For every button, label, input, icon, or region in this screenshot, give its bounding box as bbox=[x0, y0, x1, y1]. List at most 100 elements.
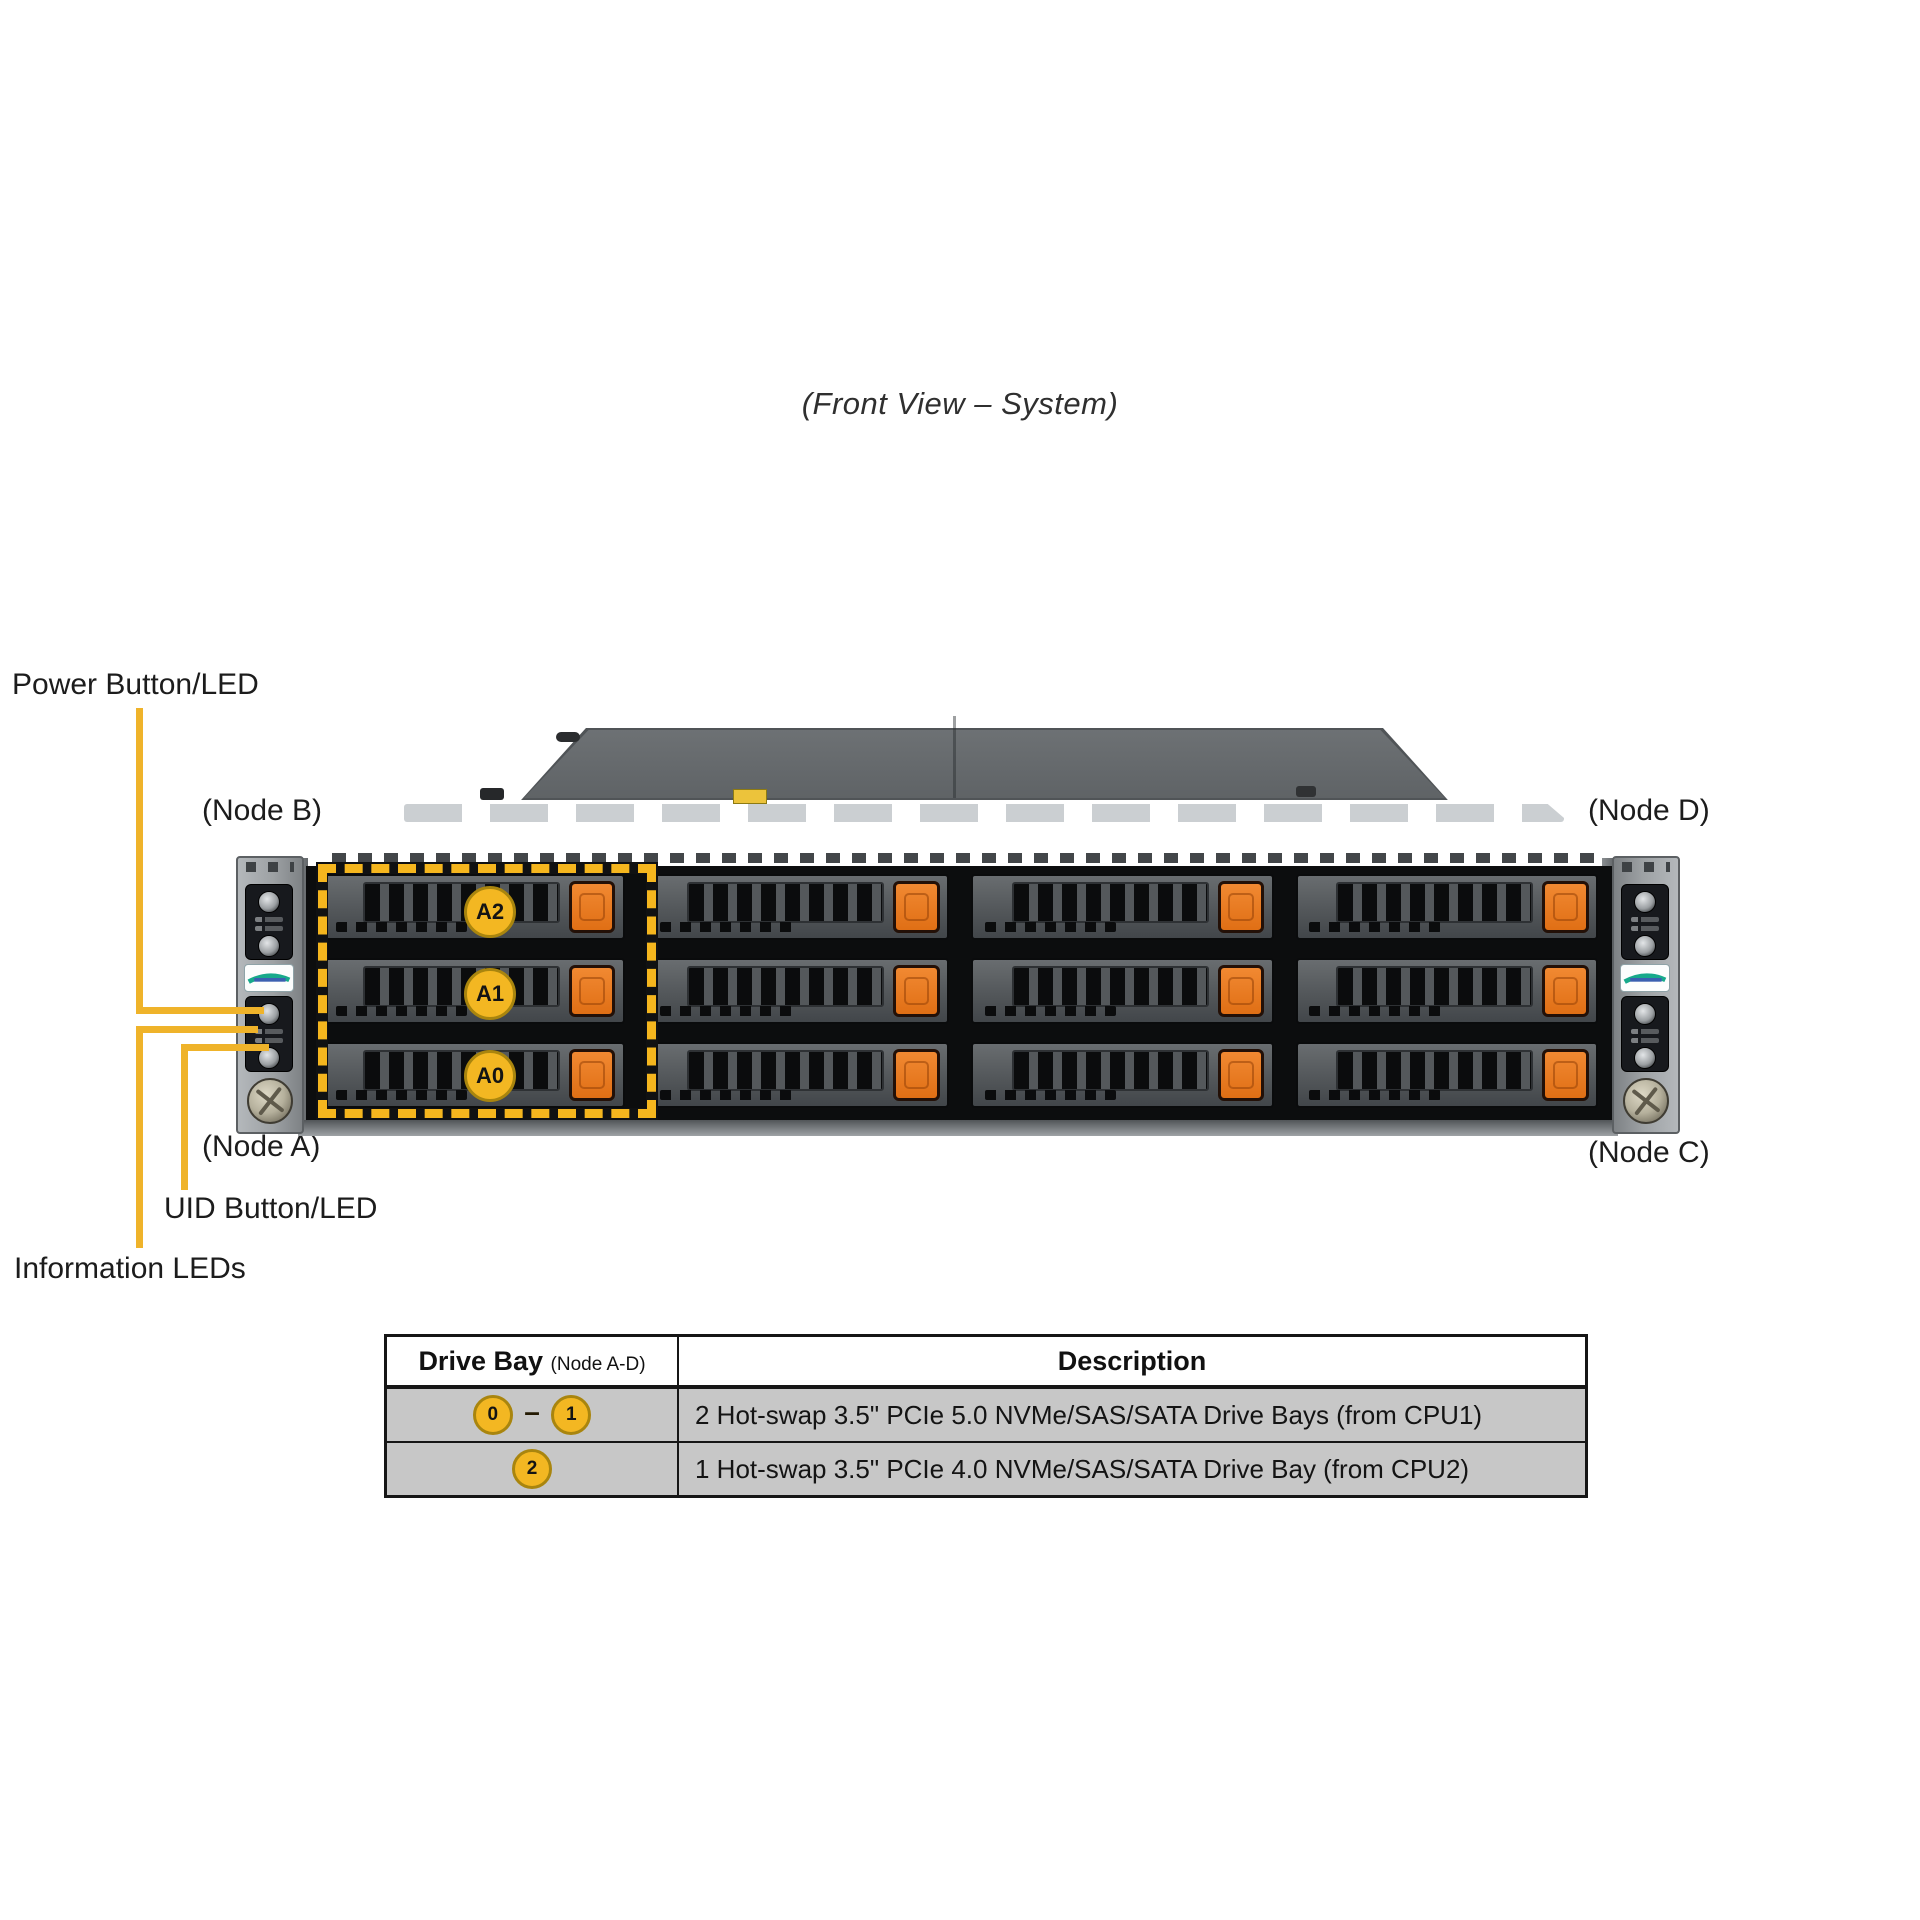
tray-perforations bbox=[1309, 921, 1441, 933]
tray-vents bbox=[1011, 966, 1209, 1008]
drive-release-latch bbox=[893, 1048, 940, 1102]
bay-description: 2 Hot-swap 3.5" PCIe 5.0 NVMe/SAS/SATA D… bbox=[677, 1386, 1588, 1443]
table-header-row: Drive Bay (Node A-D) Description bbox=[384, 1334, 1588, 1389]
thumbscrew bbox=[247, 1078, 293, 1124]
drive-tray bbox=[1295, 1042, 1598, 1108]
uid-button bbox=[258, 1047, 280, 1069]
bay-description: 1 Hot-swap 3.5" PCIe 4.0 NVMe/SAS/SATA D… bbox=[677, 1441, 1588, 1498]
drive-release-latch bbox=[1217, 880, 1265, 934]
lid-recess bbox=[524, 730, 1445, 798]
uid-button-led-label: UID Button/LED bbox=[164, 1192, 378, 1225]
table-row: 2 1 Hot-swap 3.5" PCIe 4.0 NVMe/SAS/SATA… bbox=[384, 1441, 1588, 1498]
supermicro-logo bbox=[244, 964, 294, 992]
power-callout-line bbox=[136, 1007, 264, 1014]
power-button bbox=[1634, 891, 1656, 913]
drive-release-latch bbox=[893, 964, 940, 1018]
bay-number-cell: 2 bbox=[384, 1441, 679, 1498]
lid-latch-slot bbox=[556, 732, 580, 742]
drive-bay-header-note: (Node A-D) bbox=[550, 1353, 646, 1375]
tray-vents bbox=[1011, 882, 1209, 924]
uid-button bbox=[258, 935, 280, 957]
power-button bbox=[258, 891, 280, 913]
node-c-label: (Node C) bbox=[1588, 1136, 1710, 1169]
tray-vents bbox=[1336, 966, 1534, 1008]
tray-perforations bbox=[1309, 1005, 1441, 1017]
drive-tray bbox=[646, 874, 949, 940]
information-leds-callout-line bbox=[136, 1026, 143, 1248]
drive-tray bbox=[971, 958, 1274, 1024]
information-leds bbox=[255, 926, 283, 931]
drive-tray bbox=[322, 874, 625, 940]
bay-range-dash: – bbox=[524, 1396, 540, 1427]
tray-perforations bbox=[984, 1089, 1117, 1101]
power-button-led-label: Power Button/LED bbox=[12, 668, 259, 701]
tray-perforations bbox=[335, 921, 468, 933]
information-leds bbox=[255, 1038, 283, 1043]
node-b-control-panel bbox=[245, 884, 293, 960]
perforated-strip bbox=[332, 853, 1594, 863]
drive-release-latch bbox=[893, 880, 940, 934]
figure-caption: (Front View – System) bbox=[801, 386, 1119, 421]
drive-tray bbox=[1295, 874, 1598, 940]
information-leds bbox=[1631, 1038, 1659, 1043]
chassis-top-cover bbox=[296, 716, 1620, 866]
right-control-ear bbox=[1612, 856, 1680, 1134]
power-button bbox=[1634, 1003, 1656, 1025]
description-header: Description bbox=[677, 1334, 1588, 1389]
lid-latch-slot bbox=[480, 788, 504, 800]
supermicro-logo bbox=[1620, 964, 1670, 992]
tray-vents bbox=[1336, 1050, 1534, 1092]
tray-vents bbox=[687, 1050, 885, 1092]
tray-perforations bbox=[660, 1005, 792, 1017]
node-d-label: (Node D) bbox=[1588, 794, 1710, 827]
uid-callout-line bbox=[181, 1044, 269, 1051]
bay-badge-a0: A0 bbox=[464, 1050, 516, 1102]
tray-vents bbox=[687, 966, 885, 1008]
bay-number-badge: 0 bbox=[472, 1395, 513, 1435]
bay-number-cell: 0 – 1 bbox=[384, 1386, 679, 1443]
uid-callout-line bbox=[181, 1044, 188, 1190]
node-b-label: (Node B) bbox=[202, 794, 323, 827]
drive-release-latch bbox=[1542, 1048, 1589, 1102]
drive-tray bbox=[646, 958, 949, 1024]
tray-perforations bbox=[984, 921, 1117, 933]
tray-perforations bbox=[335, 1089, 468, 1101]
bay-badge-a1: A1 bbox=[464, 968, 516, 1020]
drive-release-latch bbox=[1217, 1048, 1265, 1102]
bay-number-badge: 1 bbox=[551, 1395, 592, 1435]
thumbscrew bbox=[1623, 1078, 1669, 1124]
lid-seam bbox=[952, 716, 956, 798]
drive-tray bbox=[1295, 958, 1598, 1024]
information-leds bbox=[1631, 926, 1659, 931]
uid-button bbox=[1634, 1047, 1656, 1069]
tray-vents bbox=[1336, 882, 1534, 924]
node-d-control-panel bbox=[1621, 884, 1669, 960]
chassis-bottom-rail bbox=[298, 1120, 1618, 1136]
information-leds bbox=[1631, 1029, 1659, 1034]
drive-tray bbox=[646, 1042, 949, 1108]
drive-release-latch bbox=[568, 1048, 616, 1102]
drive-release-latch bbox=[568, 880, 616, 934]
drive-tray bbox=[971, 874, 1274, 940]
front-vent-slots bbox=[404, 804, 1564, 822]
node-c-control-panel bbox=[1621, 996, 1669, 1072]
bay-number-badge: 2 bbox=[512, 1449, 552, 1489]
drive-release-latch bbox=[1217, 964, 1265, 1018]
drive-tray bbox=[971, 1042, 1274, 1108]
drive-bay-header: Drive Bay (Node A-D) bbox=[384, 1334, 679, 1389]
information-leds-label: Information LEDs bbox=[14, 1252, 246, 1285]
information-leds-callout-line bbox=[136, 1026, 258, 1033]
node-a-drive-group-outline bbox=[318, 864, 656, 1118]
left-control-ear bbox=[236, 856, 304, 1134]
drive-tray bbox=[322, 1042, 625, 1108]
lid-latch-slot bbox=[1296, 786, 1316, 797]
tray-perforations bbox=[335, 1005, 468, 1017]
drive-tray bbox=[322, 958, 625, 1024]
bay-badge-a2: A2 bbox=[464, 886, 516, 938]
drive-release-latch bbox=[568, 964, 616, 1018]
drive-release-latch bbox=[1542, 964, 1589, 1018]
drive-bay-grid bbox=[306, 866, 1614, 1120]
warning-sticker bbox=[733, 789, 767, 804]
